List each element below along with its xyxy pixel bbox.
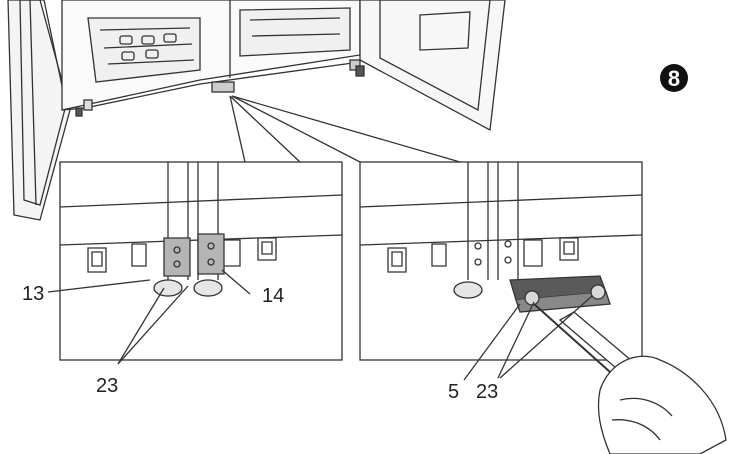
callout-5: 5	[448, 381, 459, 403]
callout-leaders	[47, 269, 593, 381]
callout-13: 13	[22, 283, 44, 305]
callout-23-right: 23	[476, 381, 498, 403]
zoom-leader-lines	[229, 95, 461, 163]
refrigerator-illustration	[7, 0, 506, 221]
right-detail-panel	[359, 161, 643, 361]
step-badge: 8	[660, 64, 688, 92]
callout-23-left: 23	[96, 375, 118, 397]
step-number: 8	[668, 66, 680, 91]
callout-14: 14	[262, 285, 284, 307]
screwdriver-hand-illustration	[533, 303, 727, 454]
left-detail-panel	[59, 161, 343, 361]
